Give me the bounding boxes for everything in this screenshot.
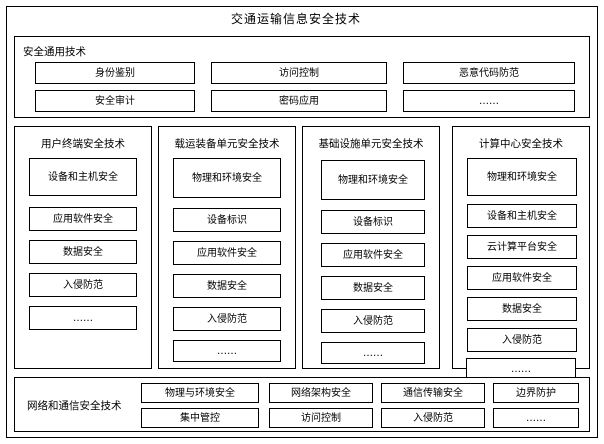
column-0-title: 用户终端安全技术 <box>41 138 125 150</box>
column-1-item-5[interactable]: …… <box>173 340 281 362</box>
column-1-title: 载运装备单元安全技术 <box>174 138 280 150</box>
column-1-item-2[interactable]: 应用软件安全 <box>173 241 281 265</box>
column-3-item-4[interactable]: 数据安全 <box>467 297 577 321</box>
column-1-item-0[interactable]: 物理和环境安全 <box>173 158 281 198</box>
bottom-row2-item-0[interactable]: 集中管控 <box>141 408 259 428</box>
bottom-row1-item-3[interactable]: 边界防护 <box>493 383 579 403</box>
column-1-item-3[interactable]: 数据安全 <box>173 274 281 298</box>
column-0-item-3[interactable]: 入侵防范 <box>29 273 137 297</box>
general-security-label: 安全通用技术 <box>23 46 86 58</box>
general-row1-item-1[interactable]: 访问控制 <box>211 62 387 84</box>
column-2-item-3[interactable]: 数据安全 <box>321 276 425 300</box>
column-1-item-1[interactable]: 设备标识 <box>173 208 281 232</box>
column-computing-center: 计算中心安全技术 物理和环境安全 设备和主机安全 云计算平台安全 应用软件安全 … <box>452 126 590 369</box>
general-row2-item-1[interactable]: 密码应用 <box>211 90 387 112</box>
column-3-item-3[interactable]: 应用软件安全 <box>467 266 577 290</box>
column-0-item-1[interactable]: 应用软件安全 <box>29 207 137 231</box>
column-infrastructure: 基础设施单元安全技术 物理和环境安全 设备标识 应用软件安全 数据安全 入侵防范… <box>302 126 440 369</box>
bottom-row2-item-1[interactable]: 访问控制 <box>269 408 373 428</box>
column-0-item-0[interactable]: 设备和主机安全 <box>29 158 137 196</box>
column-1-item-4[interactable]: 入侵防范 <box>173 307 281 331</box>
column-3-item-2[interactable]: 云计算平台安全 <box>467 235 577 259</box>
column-2-item-5[interactable]: …… <box>321 342 425 364</box>
column-2-item-2[interactable]: 应用软件安全 <box>321 243 425 267</box>
column-0-item-4[interactable]: …… <box>29 306 137 330</box>
network-comm-section: 网络和通信安全技术 物理与环境安全 网络架构安全 通信传输安全 边界防护 集中管… <box>14 377 590 432</box>
column-2-item-4[interactable]: 入侵防范 <box>321 309 425 333</box>
column-3-item-1[interactable]: 设备和主机安全 <box>467 204 577 228</box>
column-transport-equipment: 载运装备单元安全技术 物理和环境安全 设备标识 应用软件安全 数据安全 入侵防范… <box>158 126 296 369</box>
general-security-section: 安全通用技术 身份鉴别 访问控制 恶意代码防范 安全审计 密码应用 …… <box>14 36 590 118</box>
column-0-item-2[interactable]: 数据安全 <box>29 240 137 264</box>
bottom-row1-item-0[interactable]: 物理与环境安全 <box>141 383 259 403</box>
bottom-row2-item-2[interactable]: 入侵防范 <box>381 408 485 428</box>
page-title: 交通运输信息安全技术 <box>230 12 361 26</box>
general-row2-item-2[interactable]: …… <box>403 90 575 112</box>
bottom-row1-item-1[interactable]: 网络架构安全 <box>269 383 373 403</box>
general-row1-item-2[interactable]: 恶意代码防范 <box>403 62 575 84</box>
bottom-row1-item-2[interactable]: 通信传输安全 <box>381 383 485 403</box>
network-comm-label: 网络和通信安全技术 <box>27 400 122 412</box>
bottom-row2-item-3[interactable]: …… <box>493 408 579 428</box>
column-2-item-0[interactable]: 物理和环境安全 <box>321 160 425 200</box>
column-3-title: 计算中心安全技术 <box>479 138 563 150</box>
column-2-title: 基础设施单元安全技术 <box>318 138 424 150</box>
column-3-item-5[interactable]: 入侵防范 <box>467 328 577 352</box>
general-row1-item-0[interactable]: 身份鉴别 <box>35 62 195 84</box>
general-row2-item-0[interactable]: 安全审计 <box>35 90 195 112</box>
outer-frame <box>6 6 598 438</box>
column-user-terminal: 用户终端安全技术 设备和主机安全 应用软件安全 数据安全 入侵防范 …… <box>14 126 152 369</box>
column-3-item-0[interactable]: 物理和环境安全 <box>467 158 577 196</box>
column-2-item-1[interactable]: 设备标识 <box>321 210 425 234</box>
